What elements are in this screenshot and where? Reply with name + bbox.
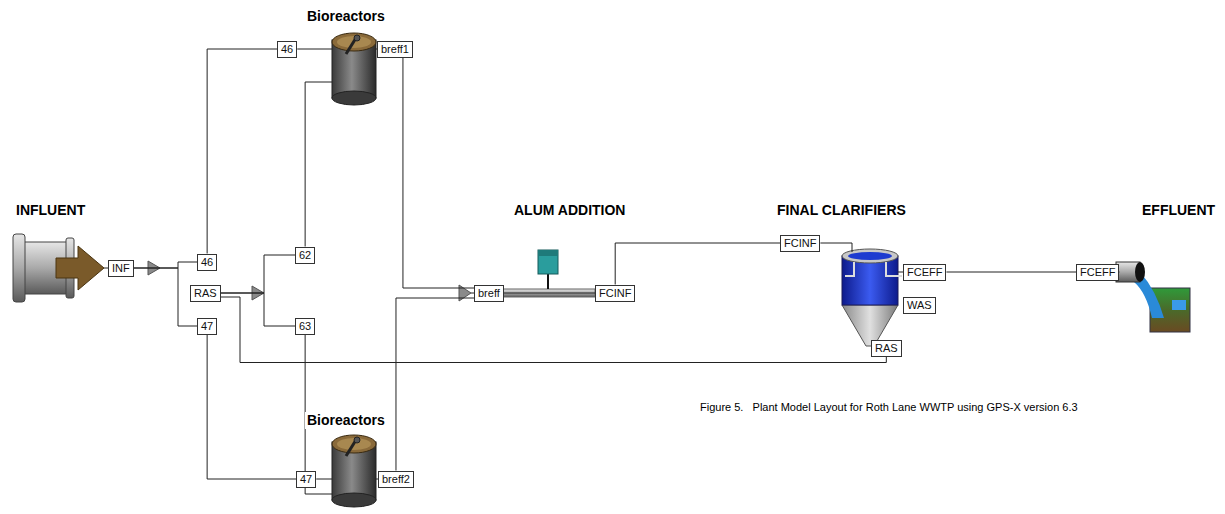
port-label: breff2: [378, 471, 414, 488]
port-name: FCEFF: [907, 266, 942, 279]
port-name: RAS: [194, 287, 217, 300]
port-name: breff1: [381, 43, 409, 56]
port-label: WAS: [903, 297, 936, 314]
pipe-flange: [13, 234, 25, 302]
port-label: RAS: [190, 285, 221, 302]
port-label: 63: [295, 318, 315, 335]
port-name: 47: [300, 473, 312, 486]
port-name: 46: [281, 43, 293, 56]
port-label: INF: [108, 260, 134, 277]
pipe-connector: [504, 293, 595, 294]
section-heading: Bioreactors: [305, 8, 387, 25]
pipe-connector: [615, 243, 780, 285]
port-label: FCINF: [595, 285, 635, 302]
pipe-connector: [134, 268, 197, 326]
port-label: 47: [197, 318, 217, 335]
port-label: FCEFF: [903, 264, 946, 281]
figure-caption: Figure 5. Plant Model Layout for Roth La…: [700, 400, 1078, 414]
port-label: 46: [197, 254, 217, 271]
bioreactor-tank: [332, 33, 376, 105]
port-name: 63: [299, 320, 311, 333]
clarifier-rim: [842, 249, 898, 263]
port-name: FCINF: [784, 237, 816, 250]
port-name: INF: [112, 262, 130, 275]
bioreactor-tank: [332, 435, 376, 507]
pipe-connector: [221, 255, 295, 293]
pipe-connector: [396, 298, 474, 471]
port-label: 62: [295, 247, 315, 264]
port-name: 47: [201, 320, 213, 333]
port-name: 62: [299, 249, 311, 262]
port-name: RAS: [875, 342, 898, 355]
weir: [845, 262, 854, 276]
pipe-connector: [221, 297, 887, 363]
port-label: FCEFF: [1076, 264, 1119, 281]
port-label: 47: [296, 471, 316, 488]
port-label: breff: [474, 285, 504, 302]
weir: [886, 262, 902, 276]
pipe-line: [297, 49, 332, 50]
pipe-connector: [221, 293, 295, 326]
port-label: 46: [277, 41, 297, 58]
pipe-connector: [403, 58, 474, 289]
port-label: RAS: [871, 340, 902, 357]
port-name: FCEFF: [1080, 266, 1115, 279]
port-label: breff1: [377, 41, 413, 58]
effluent-outfall: [1116, 262, 1190, 332]
port-name: breff2: [382, 473, 410, 486]
clarifier-surface: [848, 252, 892, 260]
alum-dosing: [503, 250, 595, 297]
mixer-symbol: [459, 285, 471, 301]
section-heading: Bioreactors: [305, 412, 387, 429]
influent-pipe: [13, 234, 104, 302]
pipe-line: [820, 243, 852, 252]
alum-pipe: [503, 289, 595, 297]
alum-tank-top: [538, 250, 558, 256]
port-name: WAS: [907, 299, 932, 312]
port-name: breff: [478, 287, 500, 300]
pipe-connector: [134, 262, 197, 268]
water-pool: [1172, 300, 1186, 310]
dosing-line: [547, 274, 549, 289]
section-heading: INFLUENT: [14, 202, 87, 219]
section-heading: FINAL CLARIFIERS: [775, 202, 908, 219]
section-heading: ALUM ADDITION: [512, 202, 627, 219]
port-label: FCINF: [780, 235, 820, 252]
pipe-connector: [207, 335, 296, 480]
clarifier: [842, 249, 902, 346]
pipe-line: [316, 479, 332, 480]
port-name: FCINF: [599, 287, 631, 300]
outfall-opening: [1135, 262, 1145, 282]
pipe-connector: [946, 272, 1076, 273]
pipe-connector: [207, 49, 277, 254]
alum-tank: [538, 250, 558, 274]
pipe-line: [305, 82, 332, 247]
port-name: 46: [201, 256, 213, 269]
section-heading: EFFLUENT: [1140, 202, 1217, 219]
flow-arrow: [56, 246, 104, 290]
